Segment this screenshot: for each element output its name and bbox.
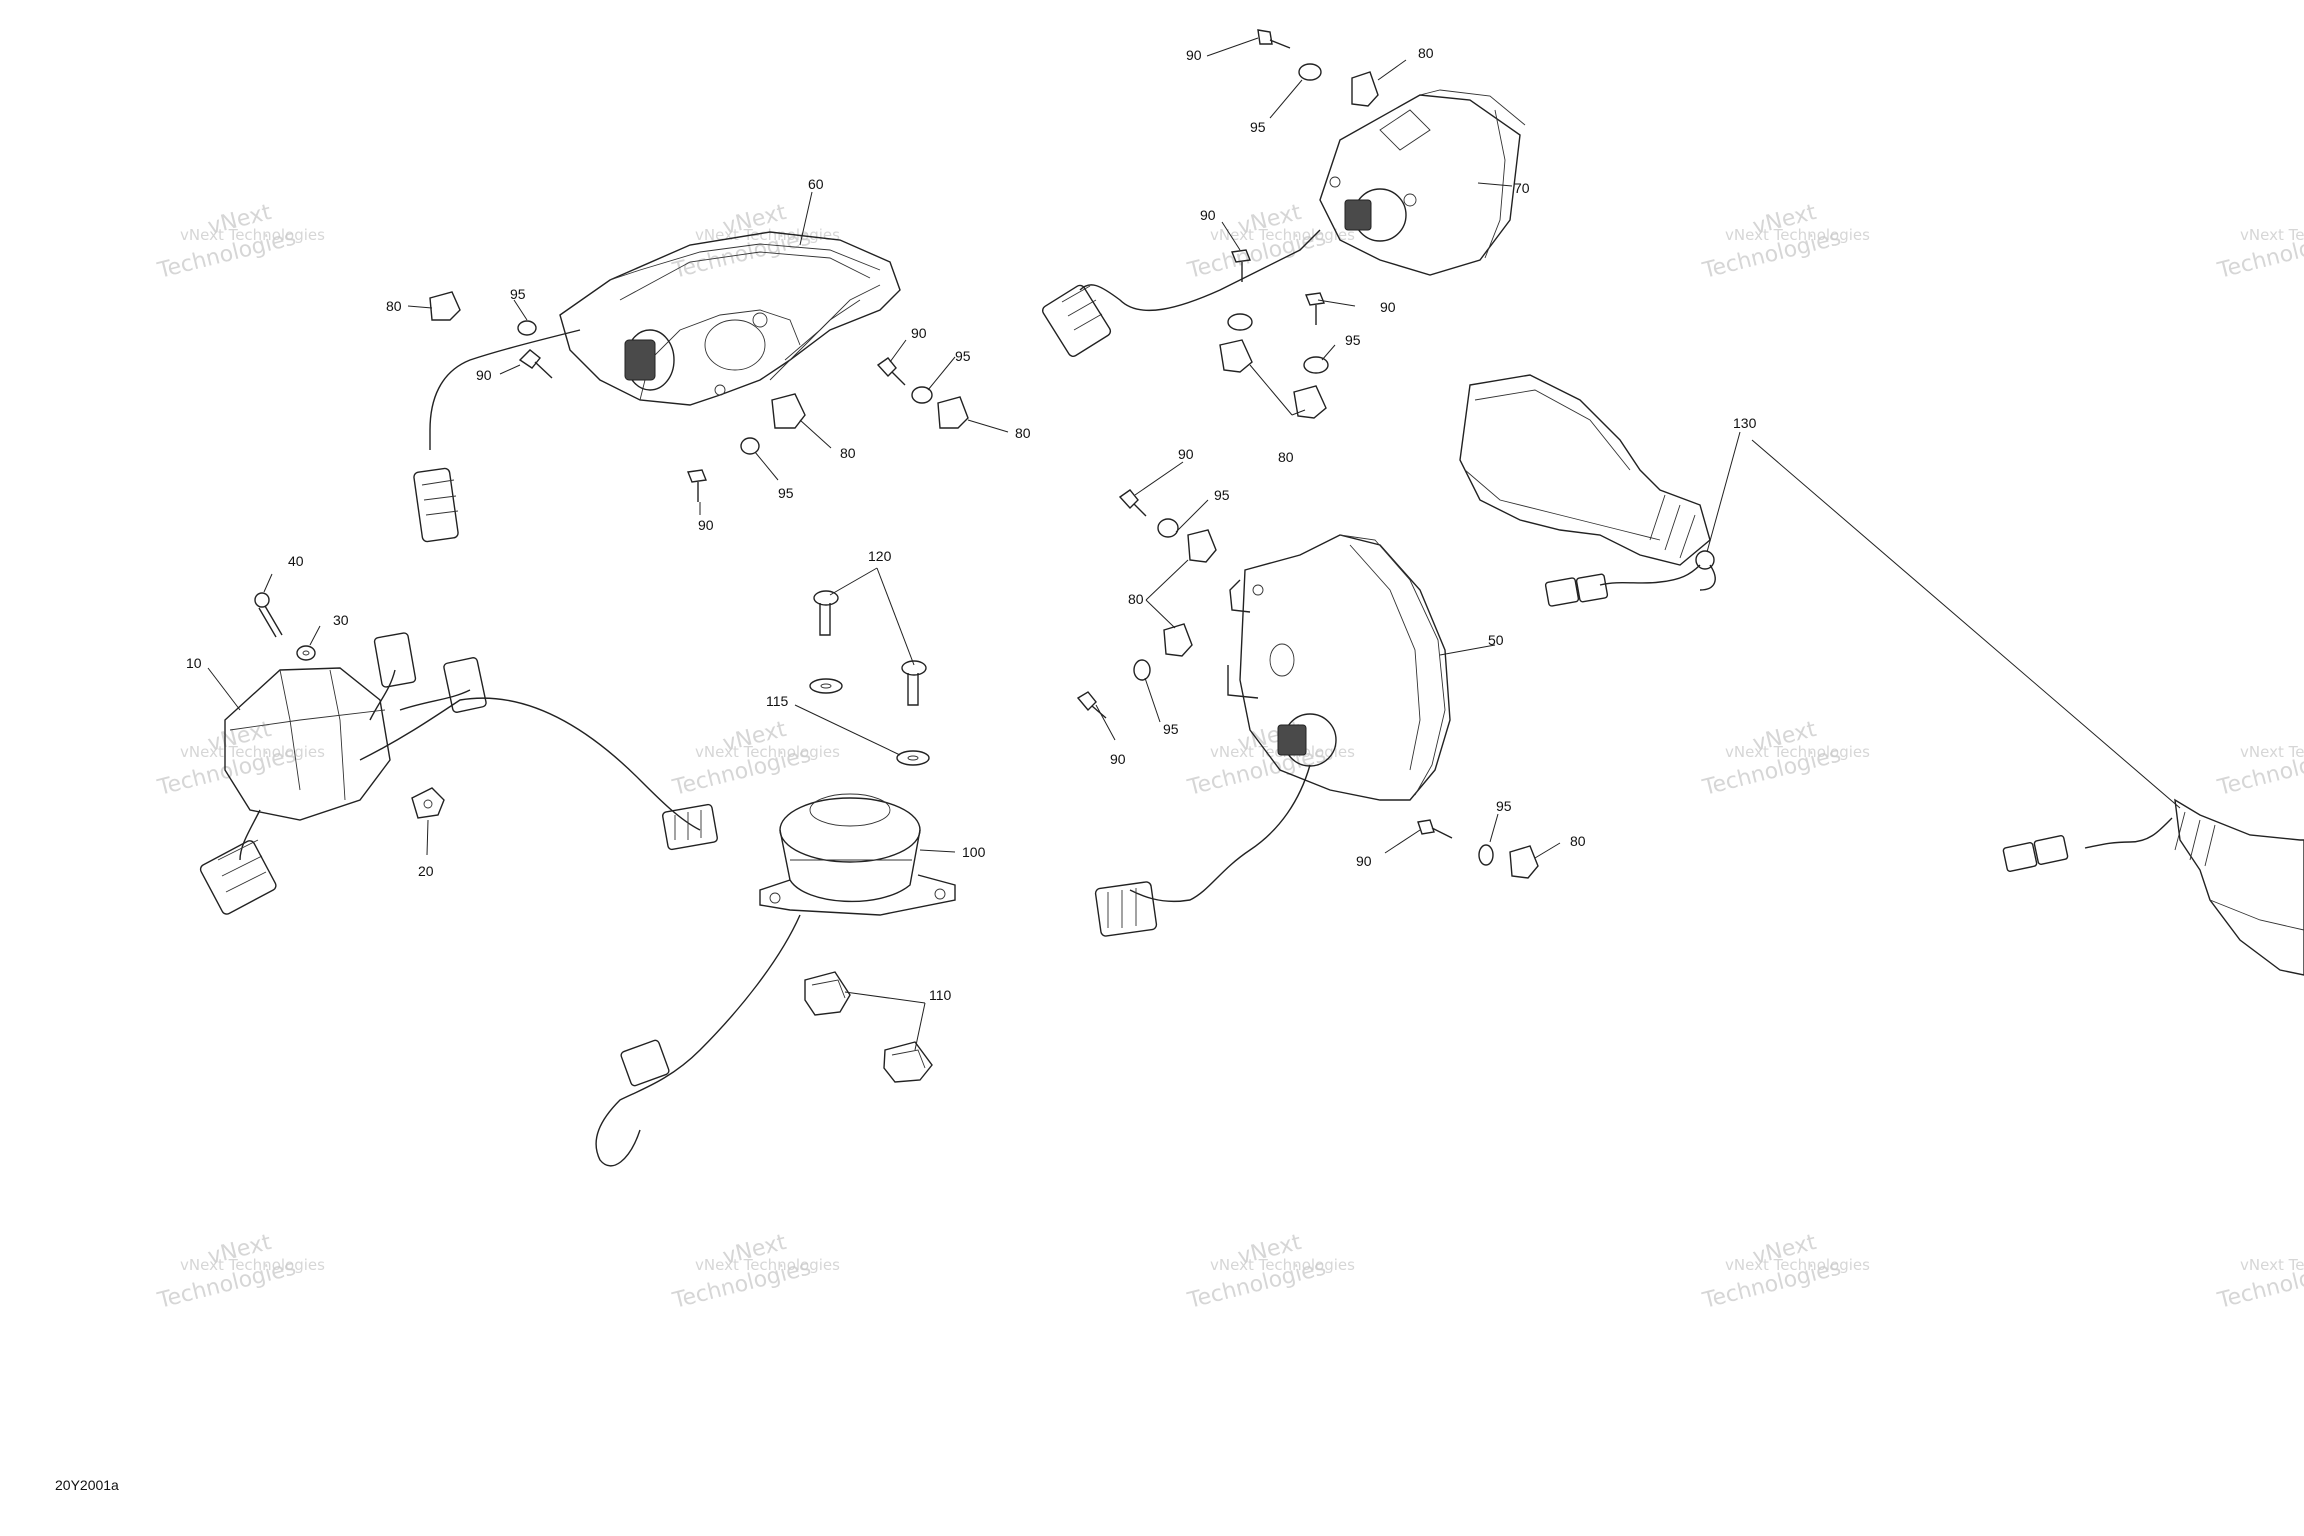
callout-95: 95 — [510, 286, 526, 302]
svg-text:vNext Technologies: vNext Technologies — [2240, 1256, 2304, 1274]
callout-80: 80 — [1570, 833, 1586, 849]
callout-95: 95 — [955, 348, 971, 364]
callout-95: 95 — [1163, 721, 1179, 737]
callout-80: 80 — [1128, 591, 1144, 607]
part-40-bolt — [254, 592, 283, 638]
svg-text:vNext Technologies: vNext Technologies — [695, 743, 840, 761]
watermark: vNext Technologies Technologies vNext — [1699, 200, 1870, 284]
part-120-bolt — [813, 590, 839, 636]
watermark: vNext Technologies Technologies vNext — [1184, 717, 1355, 801]
watermark: vNext Technologies Technologies vNext — [1699, 1230, 1870, 1314]
svg-text:vNext Technologies: vNext Technologies — [2240, 743, 2304, 761]
callout-50: 50 — [1488, 632, 1504, 648]
callout-90: 90 — [1110, 751, 1126, 767]
svg-text:vNext Technologies: vNext Technologies — [2240, 226, 2304, 244]
hardware-clips-80 — [429, 71, 1539, 879]
part-70-tail-light-right — [1041, 89, 1526, 357]
callout-80: 80 — [1278, 449, 1294, 465]
svg-text:vNext Technologies: vNext Technologies — [180, 226, 325, 244]
watermark: vNext Technologies Technologies vNext — [154, 200, 325, 284]
callout-90: 90 — [1356, 853, 1372, 869]
callout-70: 70 — [1514, 180, 1530, 196]
callout-90: 90 — [1380, 299, 1396, 315]
part-110-clip — [883, 1041, 933, 1083]
watermark: vNext Technologies Technologies vNext — [1699, 717, 1870, 801]
svg-text:vNext Technologies: vNext Technologies — [1210, 1256, 1355, 1274]
callout-110: 110 — [929, 987, 952, 1003]
callout-115: 115 — [766, 693, 789, 709]
watermark: vNext Technologies Technologies vNext — [154, 1230, 325, 1314]
callout-120: 120 — [868, 548, 892, 564]
part-30-washer — [296, 645, 316, 661]
svg-text:vNext Technologies: vNext Technologies — [695, 1256, 840, 1274]
svg-text:vNext Technologies: vNext Technologies — [180, 743, 325, 761]
callout-90: 90 — [476, 367, 492, 383]
callout-95: 95 — [1496, 798, 1512, 814]
watermark: vNext Technologies Technologies — [2214, 225, 2304, 284]
part-130-turn-signal-upper — [1459, 374, 1716, 607]
part-130-turn-signal-lower — [2002, 798, 2304, 976]
callout-95: 95 — [1250, 119, 1266, 135]
callout-80: 80 — [1418, 45, 1434, 61]
callout-10: 10 — [186, 655, 202, 671]
part-120-bolt — [901, 660, 927, 706]
callout-labels: 60 70 50 10 20 30 40 100 110 115 120 130… — [186, 45, 1757, 1003]
callout-95: 95 — [1214, 487, 1230, 503]
watermark: vNext Technologies Technologies — [2214, 1255, 2304, 1314]
part-50-side-light — [1094, 534, 1451, 937]
callout-90: 90 — [1186, 47, 1202, 63]
callout-90: 90 — [698, 517, 714, 533]
svg-text:vNext Technologies: vNext Technologies — [180, 1256, 325, 1274]
callout-80: 80 — [1015, 425, 1031, 441]
leader-lines — [207, 37, 2181, 1051]
callout-80: 80 — [840, 445, 856, 461]
svg-text:vNext Technologies: vNext Technologies — [1725, 743, 1870, 761]
part-100-horn — [595, 793, 956, 1167]
svg-text:vNext Technologies: vNext Technologies — [1725, 226, 1870, 244]
drawing-code: 20Y2001a — [55, 1477, 119, 1493]
part-20-clip — [411, 787, 445, 819]
callout-20: 20 — [418, 863, 434, 879]
watermark: vNext Technologies Technologies vNext — [669, 717, 840, 801]
callout-130: 130 — [1733, 415, 1757, 431]
callout-95: 95 — [778, 485, 794, 501]
callout-80: 80 — [386, 298, 402, 314]
callout-90: 90 — [911, 325, 927, 341]
callout-30: 30 — [333, 612, 349, 628]
watermark: vNext Technologies Technologies vNext — [1184, 1230, 1355, 1314]
hardware-screws-90 — [518, 29, 1453, 839]
part-10-control-module — [199, 632, 718, 915]
watermark: vNext Technologies Technologies vNext — [669, 200, 840, 284]
watermark: vNext Technologies Technologies vNext — [669, 1230, 840, 1314]
part-110-clip — [804, 971, 851, 1016]
callout-60: 60 — [808, 176, 824, 192]
callout-40: 40 — [288, 553, 304, 569]
part-115-washer — [809, 678, 843, 694]
part-60-tail-light-left — [413, 231, 901, 543]
callout-100: 100 — [962, 844, 986, 860]
svg-text:vNext Technologies: vNext Technologies — [1725, 1256, 1870, 1274]
hardware-washers-95 — [517, 63, 1494, 866]
watermark: vNext Technologies Technologies — [2214, 742, 2304, 801]
part-115-washer — [896, 750, 930, 766]
callout-95: 95 — [1345, 332, 1361, 348]
callout-90: 90 — [1200, 207, 1216, 223]
svg-text:vNext Technologies: vNext Technologies — [695, 226, 840, 244]
callout-90: 90 — [1178, 446, 1194, 462]
